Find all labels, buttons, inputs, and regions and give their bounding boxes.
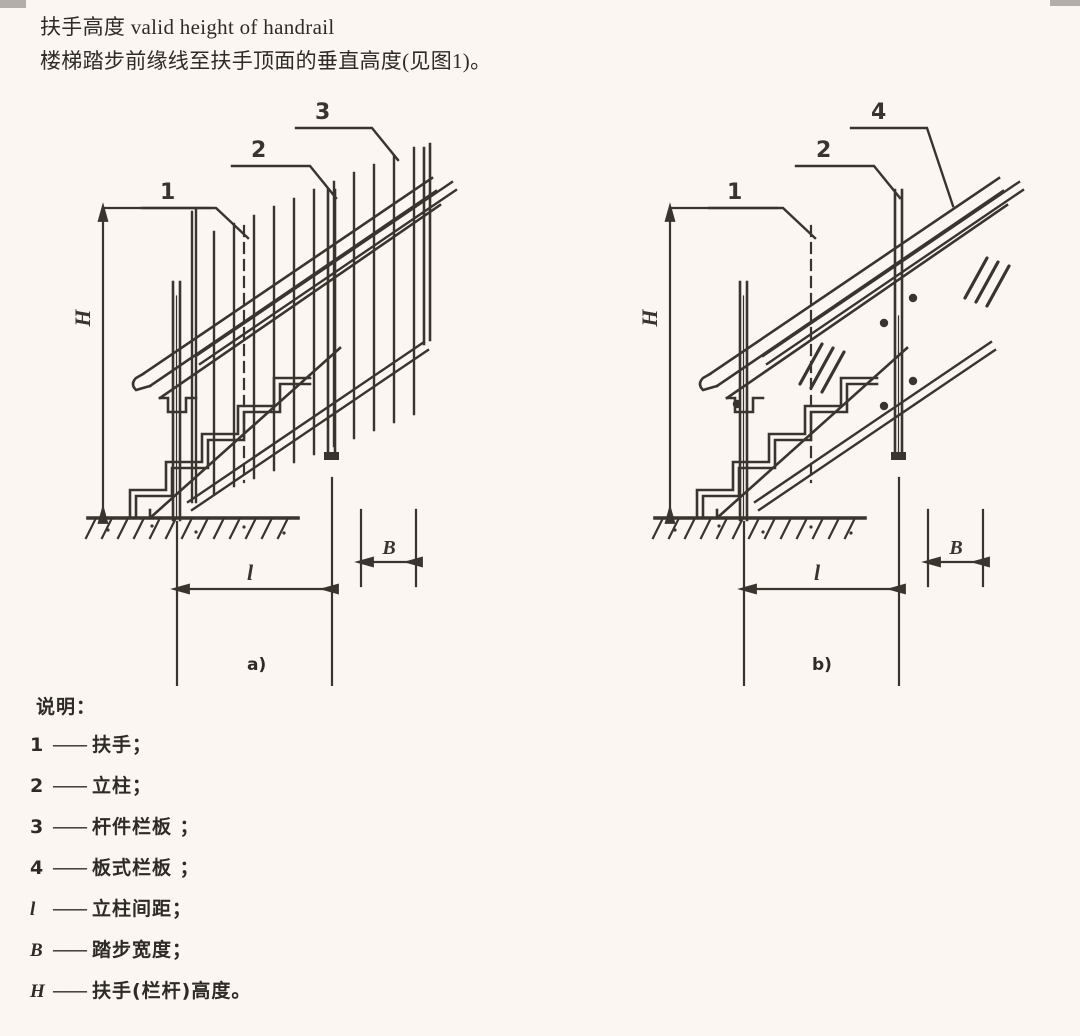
- dimension-l-a: [170, 476, 339, 686]
- diagram-a-railing-with-balusters: [84, 126, 458, 686]
- top-left-gray-bar: [0, 0, 26, 8]
- glass-symbol-upper: [963, 256, 1011, 308]
- legend-item-dash: ——: [52, 775, 88, 797]
- legend-item-dash: ——: [52, 734, 88, 756]
- callout-label-a-3: 3: [315, 100, 330, 125]
- legend-item-dash: ——: [52, 898, 88, 920]
- figure-caption-b: b): [812, 655, 832, 675]
- callout-label-b-4: 4: [871, 100, 886, 125]
- dimension-B-a: [354, 508, 423, 588]
- legend-item-text: 踏步宽度；: [92, 939, 193, 961]
- callout-leaders-b: [707, 126, 955, 240]
- ground-hatching-a: [84, 516, 290, 540]
- main-post-b: [738, 280, 749, 522]
- callout-leaders-a: [140, 126, 400, 240]
- legend-item-dash: ——: [52, 939, 88, 961]
- callout-label-a-1: 1: [160, 180, 175, 205]
- legend-item-text: 扶手(栏杆)高度。: [92, 980, 252, 1002]
- legend-item-text: 扶手；: [92, 734, 153, 756]
- legend-item-dash: ——: [52, 816, 88, 838]
- legend-item-key: H: [30, 981, 45, 1002]
- legend-item: 4 ——板式栏板 ；: [30, 853, 450, 884]
- legend-item-text: 立柱间距；: [92, 898, 193, 920]
- dimension-label-l-b: l: [814, 560, 821, 585]
- dimension-H-a: [97, 202, 212, 524]
- legend-item-key: 3: [30, 816, 44, 838]
- figure-caption-a: a): [247, 655, 267, 675]
- figure-illustration: 1 2 3 1 2 4 H H l l B B: [0, 86, 1080, 686]
- term-line: 扶手高度 valid height of handrail: [40, 15, 335, 39]
- definition-line: 楼梯踏步前缘线至扶手顶面的垂直高度(见图1)。: [40, 49, 492, 73]
- glass-symbol-lower: [798, 342, 846, 394]
- definition-text-block: 扶手高度 valid height of handrail 楼梯踏步前缘线至扶手…: [40, 10, 1020, 78]
- dimension-label-H-b: H: [637, 309, 662, 328]
- diagram-b-railing-with-glass-panel: [651, 126, 1025, 686]
- legend-item: 3 ——杆件栏板 ；: [30, 812, 450, 843]
- callout-label-b-1: 1: [727, 180, 742, 205]
- legend-item: 1 ——扶手；: [30, 730, 450, 761]
- main-post-a: [171, 280, 182, 522]
- legend-item-text: 立柱；: [92, 775, 153, 797]
- dimension-l-b: [737, 476, 906, 686]
- dimension-H-b: [664, 202, 779, 524]
- legend-item: l ——立柱间距；: [30, 894, 450, 925]
- dimension-label-B-b: B: [948, 537, 962, 559]
- dimension-B-b: [921, 508, 990, 588]
- legend-title: 说明：: [36, 696, 97, 718]
- legend-item-key: 2: [30, 775, 44, 797]
- callout-label-b-2: 2: [816, 138, 831, 163]
- legend-item-dash: ——: [52, 857, 88, 879]
- legend-item-key: 4: [30, 857, 44, 879]
- dimension-label-l-a: l: [247, 560, 254, 585]
- legend-item-text: 板式栏板 ；: [92, 857, 200, 879]
- legend-item-text: 杆件栏板 ；: [92, 816, 200, 838]
- ground-hatching-b: [651, 516, 857, 540]
- legend-item-key: B: [30, 940, 43, 961]
- dimension-label-H-a: H: [70, 309, 95, 328]
- top-right-gray-bar: [1050, 0, 1080, 6]
- dimension-label-B-a: B: [381, 537, 395, 559]
- legend-item: 2 ——立柱；: [30, 771, 450, 802]
- callout-label-a-2: 2: [251, 138, 266, 163]
- bolt-dots-b: [879, 293, 918, 411]
- legend-block: 说明： 1——扶手；2——立柱；3——杆件栏板 ；4——板式栏板 ；l——立柱间…: [30, 692, 450, 1017]
- legend-item-key: 1: [30, 734, 44, 756]
- legend-item: B ——踏步宽度；: [30, 935, 450, 966]
- legend-item-dash: ——: [52, 980, 88, 1002]
- legend-item: H ——扶手(栏杆)高度。: [30, 976, 450, 1007]
- legend-item-key: l: [30, 899, 36, 920]
